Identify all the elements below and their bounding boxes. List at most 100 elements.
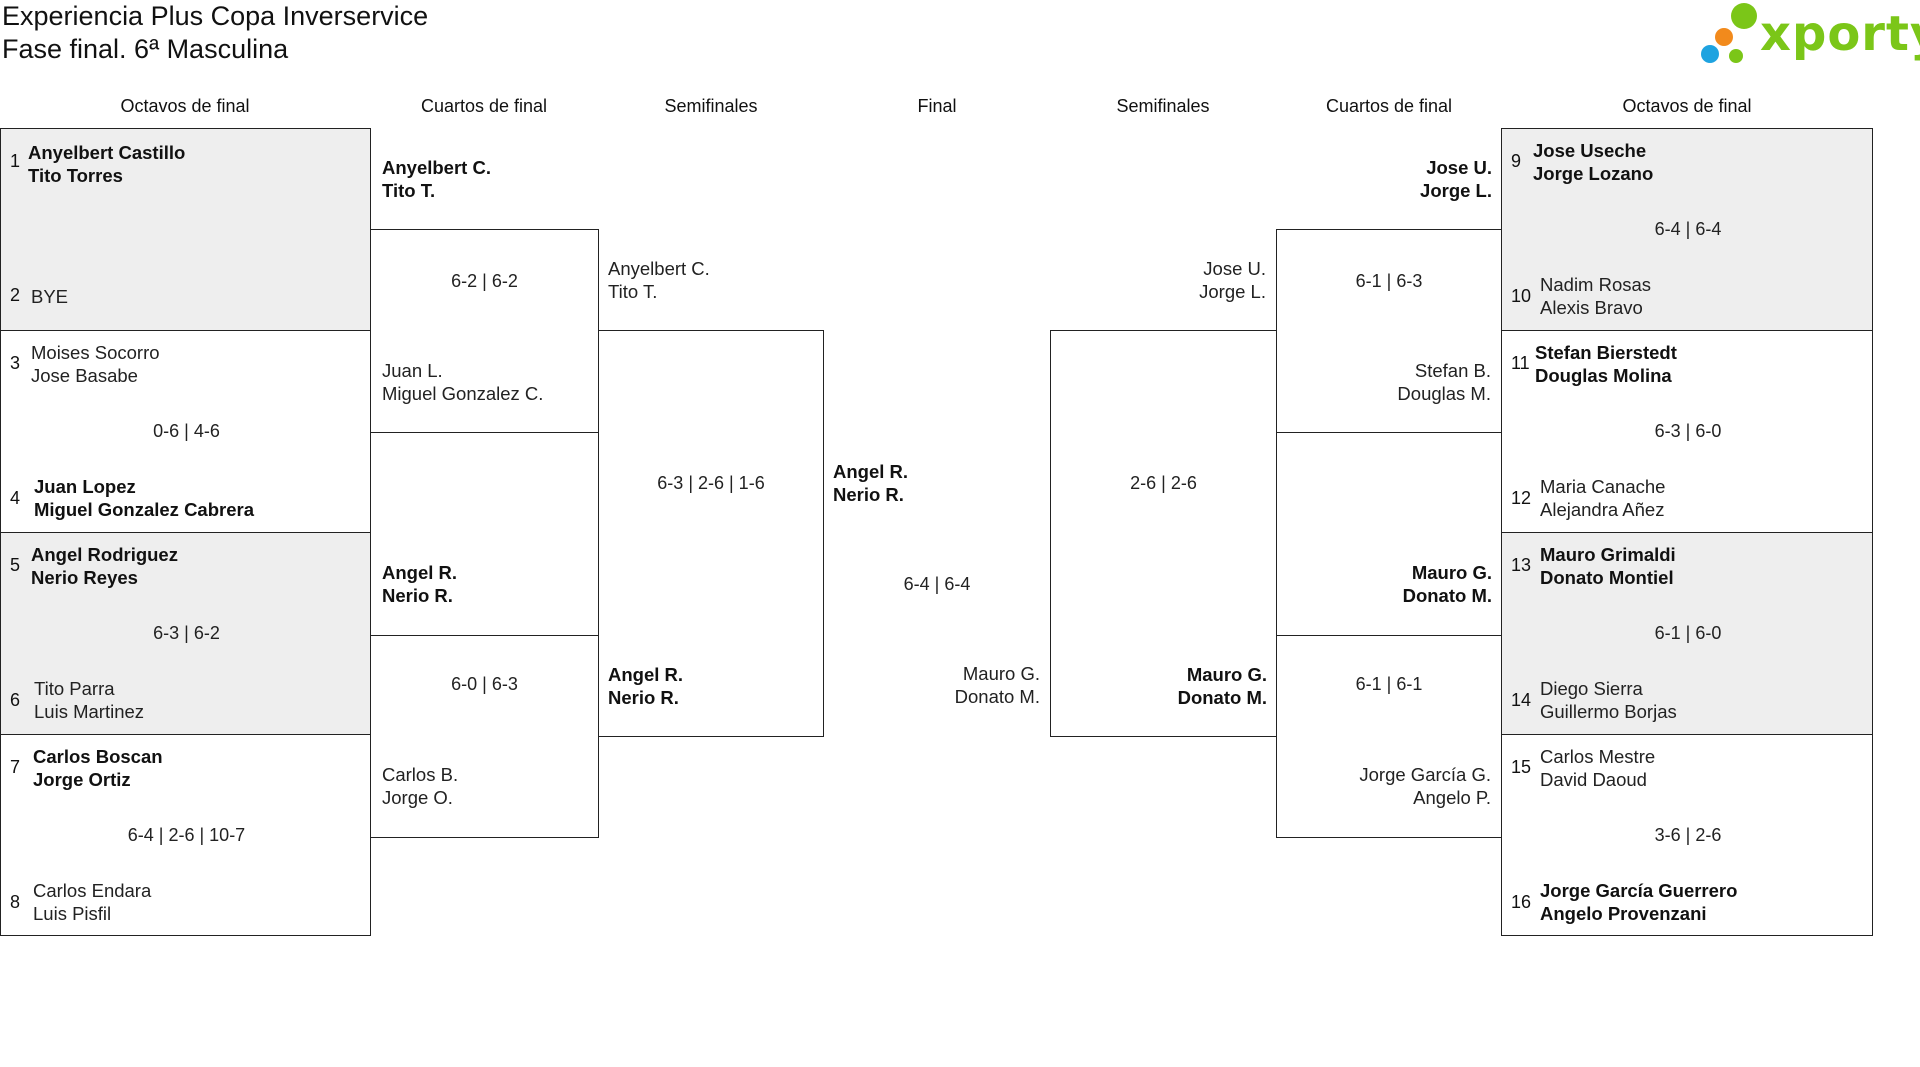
match-right-r16-1[interactable]: 9 Jose Useche Jorge Lozano 6-4 | 6-4 10 …	[1501, 128, 1873, 331]
round-header-final: Final	[917, 96, 957, 116]
player-name: Donato M.	[1402, 585, 1492, 606]
player-name: Angel R.	[608, 664, 684, 685]
player-name: Jorge L.	[1420, 180, 1492, 201]
tournament-name: Experiencia Plus Copa Inverservice	[2, 1, 429, 31]
player-name: Anyelbert C.	[382, 157, 491, 178]
match-score: 6-1 | 6-1	[1355, 674, 1423, 694]
player-name: Tito Parra	[34, 678, 115, 699]
round-header-right-sf: Semifinales	[1116, 96, 1210, 116]
player-name: Tito T.	[608, 281, 658, 302]
right-qf-2-team-a: Mauro G. Donato M.	[1326, 561, 1492, 607]
match-left-r16-4[interactable]: 7 Carlos Boscan Jorge Ortiz 6-4 | 2-6 | …	[0, 734, 371, 936]
xporty-dots-logo-icon	[1701, 3, 1757, 63]
player-name: Stefan B.	[1414, 360, 1491, 381]
player-name: Guillermo Borjas	[1540, 701, 1677, 722]
match-score: 6-4 | 6-4	[1654, 219, 1722, 239]
team-b: Mauro G. Donato M.	[1091, 663, 1267, 709]
team-b: Tito Parra Luis Martinez	[34, 677, 144, 723]
match-score: 6-0 | 6-3	[451, 674, 518, 694]
player-name: Angel R.	[382, 562, 458, 583]
match-left-r16-1[interactable]: 1 Anyelbert Castillo Tito Torres 2 BYE	[0, 128, 371, 331]
seed-number: 1	[10, 151, 21, 171]
seed-number: 7	[10, 757, 21, 777]
right-qf-1-team-a: Jose U. Jorge L.	[1326, 156, 1492, 202]
match-right-r16-2[interactable]: 11 Stefan Bierstedt Douglas Molina 6-3 |…	[1501, 330, 1873, 533]
player-name: Angel R.	[833, 461, 909, 482]
player-name: Carlos Mestre	[1540, 746, 1656, 767]
player-name: Diego Sierra	[1540, 678, 1643, 699]
player-name: Angel Rodriguez	[31, 544, 178, 565]
player-name: Luis Pisfil	[33, 903, 112, 924]
match-score: 6-1 | 6-0	[1654, 623, 1722, 643]
match-left-sf[interactable]: 6-3 | 2-6 | 1-6 Angel R. Nerio R.	[598, 330, 824, 737]
player-name: Luis Martinez	[34, 701, 145, 722]
team-a: Carlos Boscan Jorge Ortiz	[33, 745, 163, 791]
left-qf-2-team-a: Angel R. Nerio R.	[382, 561, 457, 607]
player-name: Mauro G.	[1186, 664, 1267, 685]
match-left-qf-2[interactable]: 6-0 | 6-3 Carlos B. Jorge O.	[370, 635, 599, 838]
xporty-logo-text: xporty	[1760, 6, 1920, 62]
player-name: Donato M.	[1177, 687, 1267, 708]
team-b: Jorge García G. Angelo P.	[1297, 763, 1491, 809]
player-name: Jorge Lozano	[1533, 163, 1654, 184]
player-name: Jose Useche	[1533, 140, 1647, 161]
player-name: Juan Lopez	[34, 476, 136, 497]
player-name: Donato Montiel	[1540, 567, 1674, 588]
team-b: Stefan B. Douglas M.	[1297, 359, 1491, 405]
player-name: Mauro G.	[1411, 562, 1492, 583]
player-name: Stefan Bierstedt	[1535, 342, 1677, 363]
round-header-left-r16: Octavos de final	[120, 96, 250, 116]
match-left-r16-2[interactable]: 3 Moises Socorro Jose Basabe 0-6 | 4-6 4…	[0, 330, 371, 533]
match-score: 6-3 | 6-0	[1654, 421, 1722, 441]
match-right-qf-1[interactable]: 6-1 | 6-3 Stefan B. Douglas M.	[1276, 229, 1502, 433]
seed-number: 3	[10, 353, 21, 373]
player-name: Carlos Endara	[33, 880, 152, 901]
player-name: Tito Torres	[28, 165, 123, 186]
left-qf-1-team-a: Anyelbert C. Tito T.	[382, 156, 491, 202]
final-team-b: Mauro G. Donato M.	[880, 662, 1040, 708]
player-name: Nerio R.	[833, 484, 904, 505]
round-header-right-r16: Octavos de final	[1622, 96, 1752, 116]
page-title: Experiencia Plus Copa Inverservice Fase …	[2, 0, 428, 66]
team-b: Diego Sierra Guillermo Borjas	[1540, 677, 1677, 723]
match-score: 0-6 | 4-6	[153, 421, 220, 441]
player-name: Maria Canache	[1540, 476, 1666, 497]
player-name: Douglas M.	[1397, 383, 1491, 404]
player-name: David Daoud	[1540, 769, 1647, 790]
team-b: Nadim Rosas Alexis Bravo	[1540, 273, 1651, 319]
seed-number: 12	[1511, 488, 1532, 508]
match-right-r16-3[interactable]: 13 Mauro Grimaldi Donato Montiel 6-1 | 6…	[1501, 532, 1873, 735]
seed-number: 14	[1511, 690, 1532, 710]
match-score: 6-4 | 2-6 | 10-7	[127, 825, 246, 845]
seed-number: 16	[1511, 892, 1532, 912]
team-a: Anyelbert Castillo Tito Torres	[28, 141, 185, 187]
player-name: Nerio Reyes	[31, 567, 138, 588]
player-name: Douglas Molina	[1535, 365, 1672, 386]
player-name: Nerio R.	[608, 687, 679, 708]
team-b: Juan L. Miguel Gonzalez C.	[382, 359, 543, 405]
player-name: Jorge L.	[1199, 281, 1266, 302]
player-name: Nerio R.	[382, 585, 453, 606]
team-b: Maria Canache Alejandra Añez	[1540, 475, 1665, 521]
player-name: Miguel Gonzalez Cabrera	[34, 499, 254, 520]
match-right-sf[interactable]: 2-6 | 2-6 Mauro G. Donato M.	[1050, 330, 1277, 737]
match-right-qf-2[interactable]: 6-1 | 6-1 Jorge García G. Angelo P.	[1276, 635, 1502, 838]
seed-number: 11	[1511, 353, 1530, 373]
player-name: Tito T.	[382, 180, 436, 201]
team-a: Stefan Bierstedt Douglas Molina	[1535, 341, 1677, 387]
match-left-r16-3[interactable]: 5 Angel Rodriguez Nerio Reyes 6-3 | 6-2 …	[0, 532, 371, 735]
team-b: Angel R. Nerio R.	[608, 663, 683, 709]
match-score: 2-6 | 2-6	[1130, 473, 1197, 493]
team-b: Carlos Endara Luis Pisfil	[33, 879, 151, 925]
player-name: Jorge García G.	[1359, 764, 1491, 785]
team-a: Jose Useche Jorge Lozano	[1533, 139, 1653, 185]
match-left-qf-1[interactable]: 6-2 | 6-2 Juan L. Miguel Gonzalez C.	[370, 229, 599, 433]
match-right-r16-4[interactable]: 15 Carlos Mestre David Daoud 3-6 | 2-6 1…	[1501, 734, 1873, 936]
team-a: Angel Rodriguez Nerio Reyes	[31, 543, 178, 589]
player-name: Carlos Boscan	[33, 746, 163, 767]
seed-number: 15	[1511, 757, 1532, 777]
player-name: Jorge Ortiz	[33, 769, 131, 790]
player-name: Anyelbert Castillo	[28, 142, 186, 163]
team-b: BYE	[31, 285, 68, 308]
player-name: Nadim Rosas	[1540, 274, 1652, 295]
